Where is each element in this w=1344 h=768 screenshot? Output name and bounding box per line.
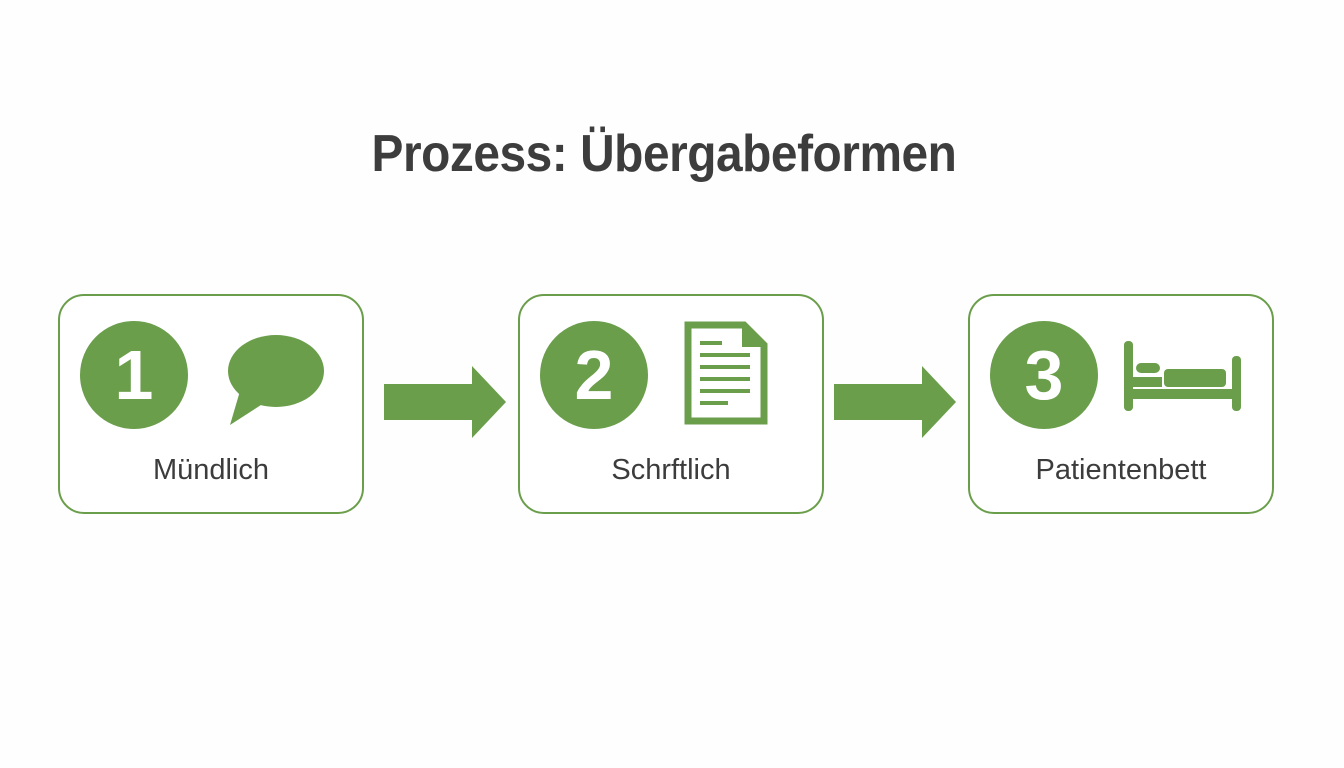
step-number-badge: 2 — [540, 321, 648, 429]
step-label: Schrftlich — [611, 454, 731, 486]
document-icon — [684, 321, 768, 425]
step-number-badge: 3 — [990, 321, 1098, 429]
step-card-3: 3 Patientenbett — [968, 294, 1274, 514]
bed-icon — [1124, 341, 1241, 411]
speech-bubble-icon — [228, 335, 324, 425]
arrow-right-icon — [834, 366, 956, 438]
step-number-badge: 1 — [80, 321, 188, 429]
step-card-1: 1 Mündlich — [58, 294, 364, 514]
step-label: Patientenbett — [1035, 454, 1207, 486]
page-title: Prozess: Übergabeformen — [371, 125, 957, 183]
arrow-right-icon — [384, 366, 506, 438]
step-card-2: 2 Schrftlich — [518, 294, 824, 514]
step-label: Mündlich — [152, 454, 270, 486]
